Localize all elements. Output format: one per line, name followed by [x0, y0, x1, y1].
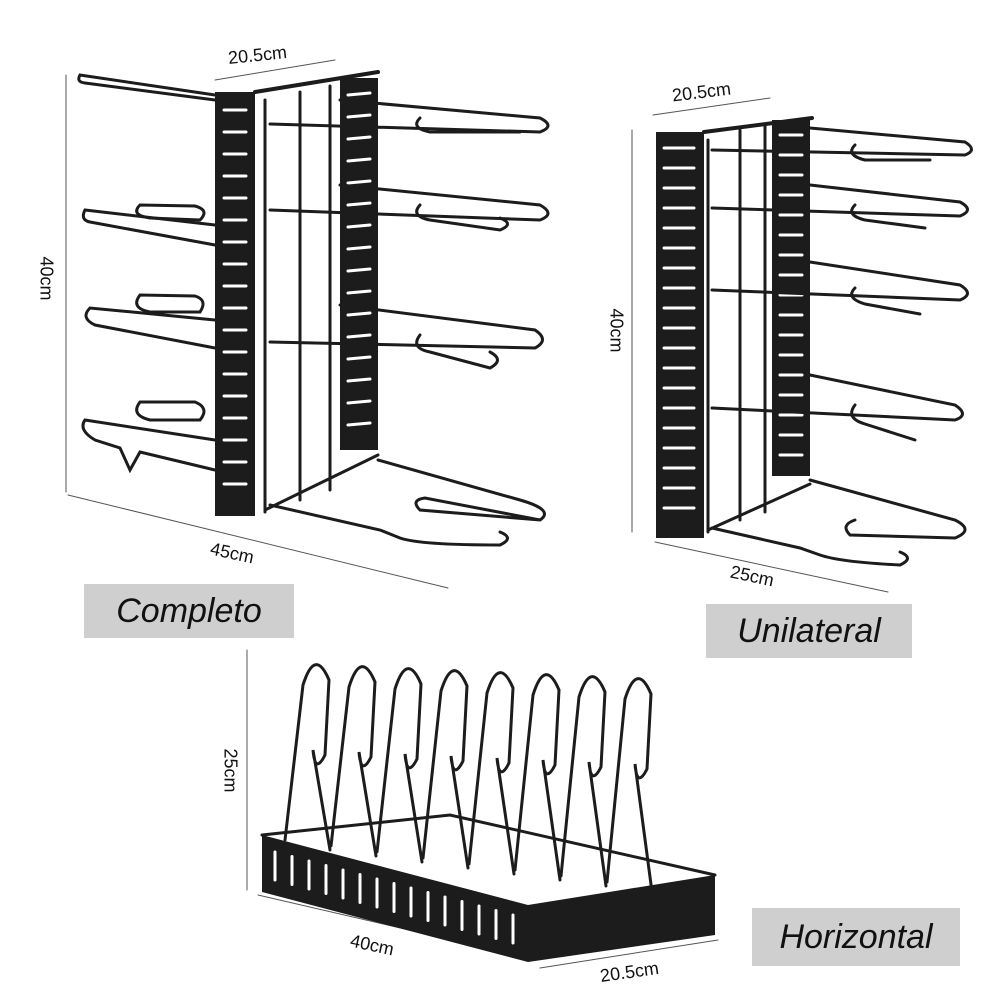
caption-completo: Completo: [84, 584, 294, 638]
post-slot: [346, 179, 372, 185]
unilateral-rack: [631, 97, 973, 593]
post-slot: [346, 355, 372, 361]
rack-loop: [329, 665, 378, 858]
post-slot: [346, 245, 372, 251]
rack-loop: [605, 677, 654, 894]
post-slot: [346, 223, 372, 229]
completo-height-label: 40cm: [36, 256, 57, 301]
rack-loop: [467, 671, 516, 876]
post-slot: [346, 421, 372, 427]
unilateral-height-label: 40cm: [606, 308, 627, 353]
rack-loop: [513, 673, 562, 882]
post-slot: [346, 333, 372, 339]
horizontal-height-label: 25cm: [220, 748, 241, 793]
post-slot: [346, 135, 372, 141]
rack-loop: [283, 663, 332, 852]
post-slot: [346, 399, 372, 405]
rack-loop: [375, 667, 424, 864]
completo-rack: [65, 59, 550, 589]
post-slot: [346, 201, 372, 207]
post-slot: [346, 113, 372, 119]
caption-unilateral: Unilateral: [706, 604, 912, 658]
post-slot: [346, 311, 372, 317]
post-slot: [346, 91, 372, 97]
post-slot: [346, 377, 372, 383]
rack-loop: [559, 675, 608, 888]
caption-horizontal: Horizontal: [752, 908, 960, 966]
post-slot: [346, 157, 372, 163]
horizontal-rack: [246, 649, 719, 969]
post-slot: [346, 289, 372, 295]
post-slot: [346, 267, 372, 273]
rack-loop: [421, 669, 470, 870]
